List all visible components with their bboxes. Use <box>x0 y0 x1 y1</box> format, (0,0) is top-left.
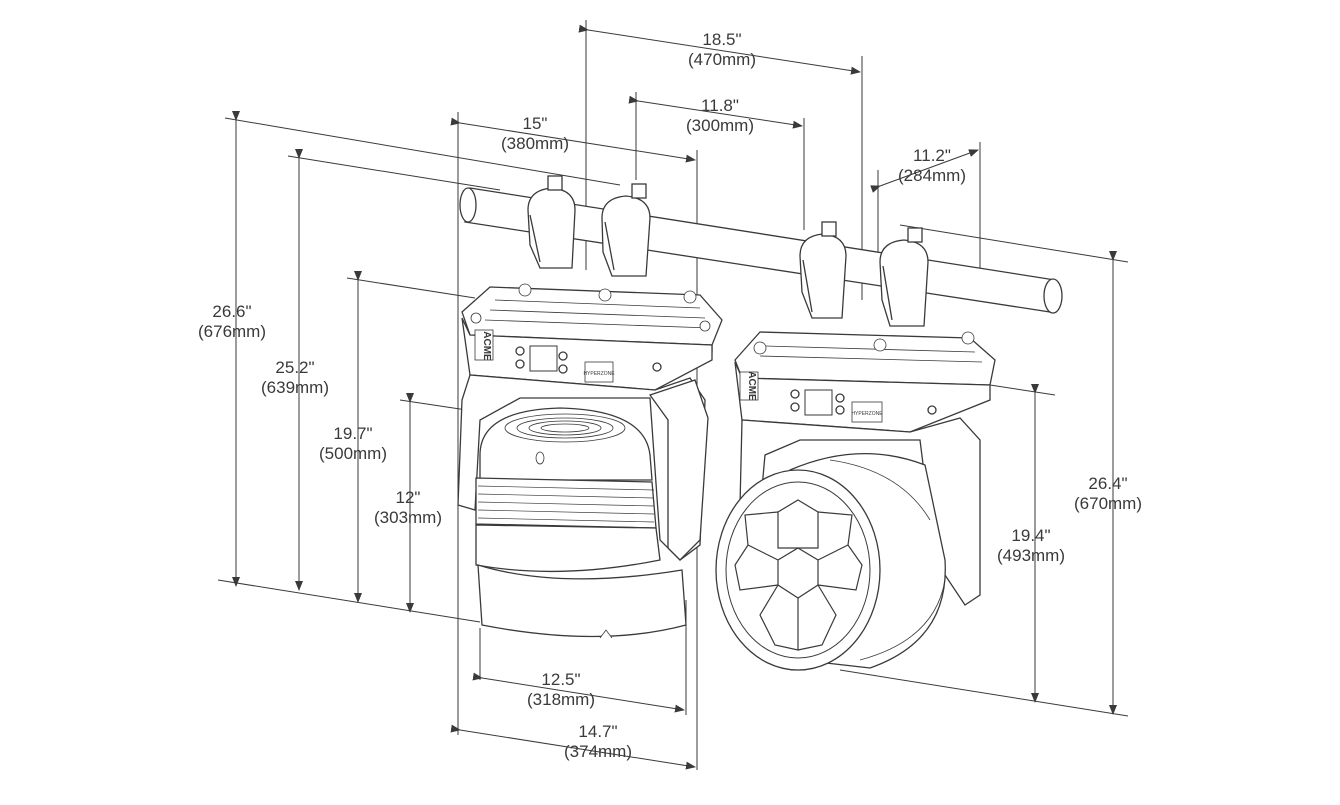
dim-total-height-front-in: 26.6" <box>212 302 252 321</box>
head-bottom <box>477 564 687 638</box>
dim-clamp-spacing-mm: (300mm) <box>685 116 755 135</box>
brand-logo-front: ACME <box>481 331 492 361</box>
dim-total-height-front: 26.6" (676mm) <box>198 302 266 342</box>
clamp-right-2 <box>879 227 929 327</box>
dim-base-width: 15" (380mm) <box>501 114 569 154</box>
dim-height-to-pipe: 25.2" (639mm) <box>261 358 329 398</box>
fixture-side-view <box>715 221 996 671</box>
clamp-left-2 <box>601 183 651 277</box>
dim-clamp-spacing: 11.8" (300mm) <box>686 96 754 136</box>
head-dome <box>479 407 653 481</box>
dim-total-height-front-mm: (676mm) <box>197 322 267 341</box>
dim-base-depth-in: 11.2" <box>913 146 951 165</box>
dim-base-width-in: 15" <box>522 114 548 133</box>
dim-head-height-in: 12" <box>395 488 421 507</box>
dim-total-height-side-mm: (670mm) <box>1073 494 1143 513</box>
dim-bar-width-in: 18.5" <box>702 30 742 49</box>
dim-side-height-mm: (493mm) <box>996 546 1066 565</box>
dim-height-to-pipe-mm: (639mm) <box>260 378 330 397</box>
dim-head-height: 12" (303mm) <box>374 488 442 528</box>
dim-bar-width-mm: (470mm) <box>687 50 757 69</box>
model-label-side: HYPERZONE <box>851 411 883 417</box>
dim-side-height: 19.4" (493mm) <box>997 526 1065 566</box>
dim-head-width-mm: (318mm) <box>526 690 596 709</box>
head-lower <box>475 524 661 573</box>
dim-height-to-pipe-in: 25.2" <box>275 358 315 377</box>
dim-clamp-spacing-in: 11.8" <box>701 96 739 115</box>
dim-base-height: 19.7" (500mm) <box>319 424 387 464</box>
dim-base-height-in: 19.7" <box>333 424 373 443</box>
dim-base-depth: 11.2" (284mm) <box>898 146 966 186</box>
clamp-left-1 <box>527 175 576 269</box>
fixture-front-view <box>457 175 723 639</box>
dim-base-height-mm: (500mm) <box>318 444 388 463</box>
dim-total-height-side-in: 26.4" <box>1088 474 1128 493</box>
dim-side-height-in: 19.4" <box>1011 526 1051 545</box>
clamp-right-1 <box>799 221 847 319</box>
dim-total-height-side: 26.4" (670mm) <box>1074 474 1142 514</box>
dim-yoke-width-in: 14.7" <box>578 722 618 741</box>
head-vents <box>475 477 657 529</box>
dim-head-height-mm: (303mm) <box>373 508 443 527</box>
dim-head-width-in: 12.5" <box>541 670 581 689</box>
dim-base-width-mm: (380mm) <box>500 134 570 153</box>
brand-logo-side: ACME <box>746 371 757 401</box>
model-label-front: HYPERZONE <box>583 371 615 377</box>
dim-bar-width: 18.5" (470mm) <box>688 30 756 70</box>
dim-base-depth-mm: (284mm) <box>897 166 967 185</box>
dim-yoke-width: 14.7" (374mm) <box>564 722 632 762</box>
honeycomb-lens <box>734 499 863 651</box>
dim-yoke-width-mm: (374mm) <box>563 742 633 761</box>
dim-head-width: 12.5" (318mm) <box>527 670 595 710</box>
